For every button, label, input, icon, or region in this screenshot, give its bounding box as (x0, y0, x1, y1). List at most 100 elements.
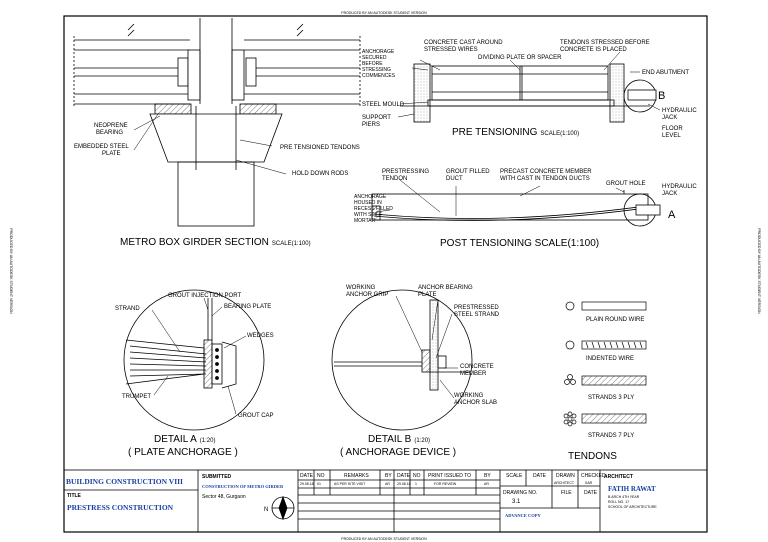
tb-architect-l2: ROLL NO. 17 (608, 500, 629, 504)
detail-a-wedges-label: WEDGES (247, 333, 274, 339)
tb-row-no: 01 (317, 482, 321, 486)
tb-location: Sector 48, Gurgaon (202, 494, 246, 500)
tb-college: CONSTRUCTION OF METRO GIRDER (202, 484, 284, 489)
detail-b-drawing (331, 289, 473, 431)
detail-a-cap-label: GROUT CAP (238, 413, 274, 419)
post-marker-a: A (668, 209, 676, 221)
detail-b-title: DETAIL B(1:20) (368, 434, 430, 445)
tb-col-date: DATE (300, 473, 314, 479)
pre-leaders (397, 51, 661, 118)
tb-row2-date: 29.08.18 (397, 482, 411, 486)
tendon-7ply-label: STRANDS 7 PLY (588, 433, 634, 439)
pre-marker-b: B (658, 90, 665, 102)
watermark-left: PRODUCED BY AN AUTODESK STUDENT VERSION (9, 228, 13, 314)
metro-leaders (133, 113, 287, 175)
tb-col-date2: DATE (397, 473, 411, 479)
tb-submitted-head: SUBMITTED (202, 474, 232, 480)
tb-subject: BUILDING CONSTRUCTION VIII (66, 477, 183, 486)
tb-title: PRESTRESS CONSTRUCTION (67, 503, 174, 512)
watermark-top: PRODUCED BY AN AUTODESK STUDENT VERSION (341, 11, 427, 15)
tb-architect-l3: SCHOOL OF ARCHITECTURE (608, 505, 657, 509)
tb-checked-val: SAR (585, 481, 593, 485)
tb-architect-l1: B.ARCH 4TH YEAR (608, 495, 640, 499)
tendon-plain-label: PLAIN ROUND WIRE (586, 317, 644, 323)
post-tensioning-drawing (371, 190, 661, 227)
detail-b-subtitle: ( ANCHORAGE DEVICE ) (340, 447, 456, 458)
tb-drawing-val: 3.1 (512, 499, 521, 505)
tb-architect-name: FATIH RAWAT (608, 485, 656, 493)
detail-a-strand-label: STRAND (115, 306, 140, 312)
metro-girder-drawing (73, 18, 361, 227)
holddown-rods-label: HOLD DOWN RODS (292, 171, 348, 177)
tb-file-head: FILE (561, 490, 572, 496)
tb-sheet-date-head: DATE (584, 490, 598, 496)
watermark-right: PRODUCED BY AN AUTODESK STUDENT VERSION (757, 228, 761, 314)
tb-advance: ADVANCE COPY (505, 513, 542, 518)
detail-a-port-label: GROUT INJECTION PORT (168, 293, 241, 299)
watermark-bottom: PRODUCED BY AN AUTODESK STUDENT VERSION (341, 537, 427, 541)
tb-col-by: BY (385, 473, 392, 479)
tb-row2-by: AR (484, 482, 489, 486)
detail-b-leaders (395, 295, 458, 399)
tb-drawn-head: DRAWN (556, 473, 575, 479)
pre-tensioning-drawing (400, 63, 657, 123)
tb-col-remarks: REMARKS (344, 473, 369, 479)
detail-a-drawing (123, 289, 265, 431)
pretensioned-tendons-label: PRE TENSIONED TENDONS (280, 145, 360, 151)
tb-row-remarks: AS PER SITE VISIT (334, 482, 366, 486)
tb-title-head: TITLE (67, 493, 82, 499)
tb-row2-no: 1 (415, 482, 417, 486)
detail-a-bearing-label: BEARING PLATE (224, 304, 271, 310)
tendons-drawing (563, 301, 647, 427)
tb-col-by2: BY (484, 473, 491, 479)
tb-checked-head: CHECKED (581, 473, 606, 479)
tb-row2-issue: FOR REVIEW (434, 482, 457, 486)
post-hole-label: GROUT HOLE (606, 181, 646, 187)
tb-drawing-head: DRAWING NO. (503, 490, 537, 496)
tb-date-head: DATE (533, 473, 547, 479)
tb-architect-head: ARCHITECT (604, 474, 633, 480)
pre-end-label: END ABUTMENT (642, 70, 689, 76)
detail-a-title: DETAIL A(1:20) (154, 434, 215, 445)
tendon-indented-label: INDENTED WIRE (586, 356, 634, 362)
post-tensioning-title: POST TENSIONING SCALE(1:100) (440, 238, 599, 249)
tb-col-no: NO (317, 473, 325, 479)
title-block (63, 469, 708, 533)
tb-north-label: N (264, 507, 268, 513)
pre-divider-label: DIVIDING PLATE OR SPACER (478, 55, 562, 61)
post-leaders (375, 179, 625, 216)
tendon-3ply-label: STRANDS 3 PLY (588, 395, 634, 401)
tb-row-by: AR (385, 482, 390, 486)
tb-col-issue: PRINT ISSUED TO (428, 473, 471, 479)
detail-a-subtitle: ( PLATE ANCHORAGE ) (128, 447, 238, 458)
tb-col-no2: NO (413, 473, 421, 479)
tendons-title: TENDONS (568, 451, 617, 462)
tb-row-date: 29.08.18 (300, 482, 314, 486)
pre-mould-label: STEEL MOULD (362, 102, 405, 108)
tb-drawn-val: ARCHITECT (554, 481, 575, 485)
detail-a-trumpet-label: TRUMPET (122, 394, 151, 400)
tb-scale-head: SCALE (506, 473, 523, 479)
detail-a-leaders (151, 297, 247, 415)
